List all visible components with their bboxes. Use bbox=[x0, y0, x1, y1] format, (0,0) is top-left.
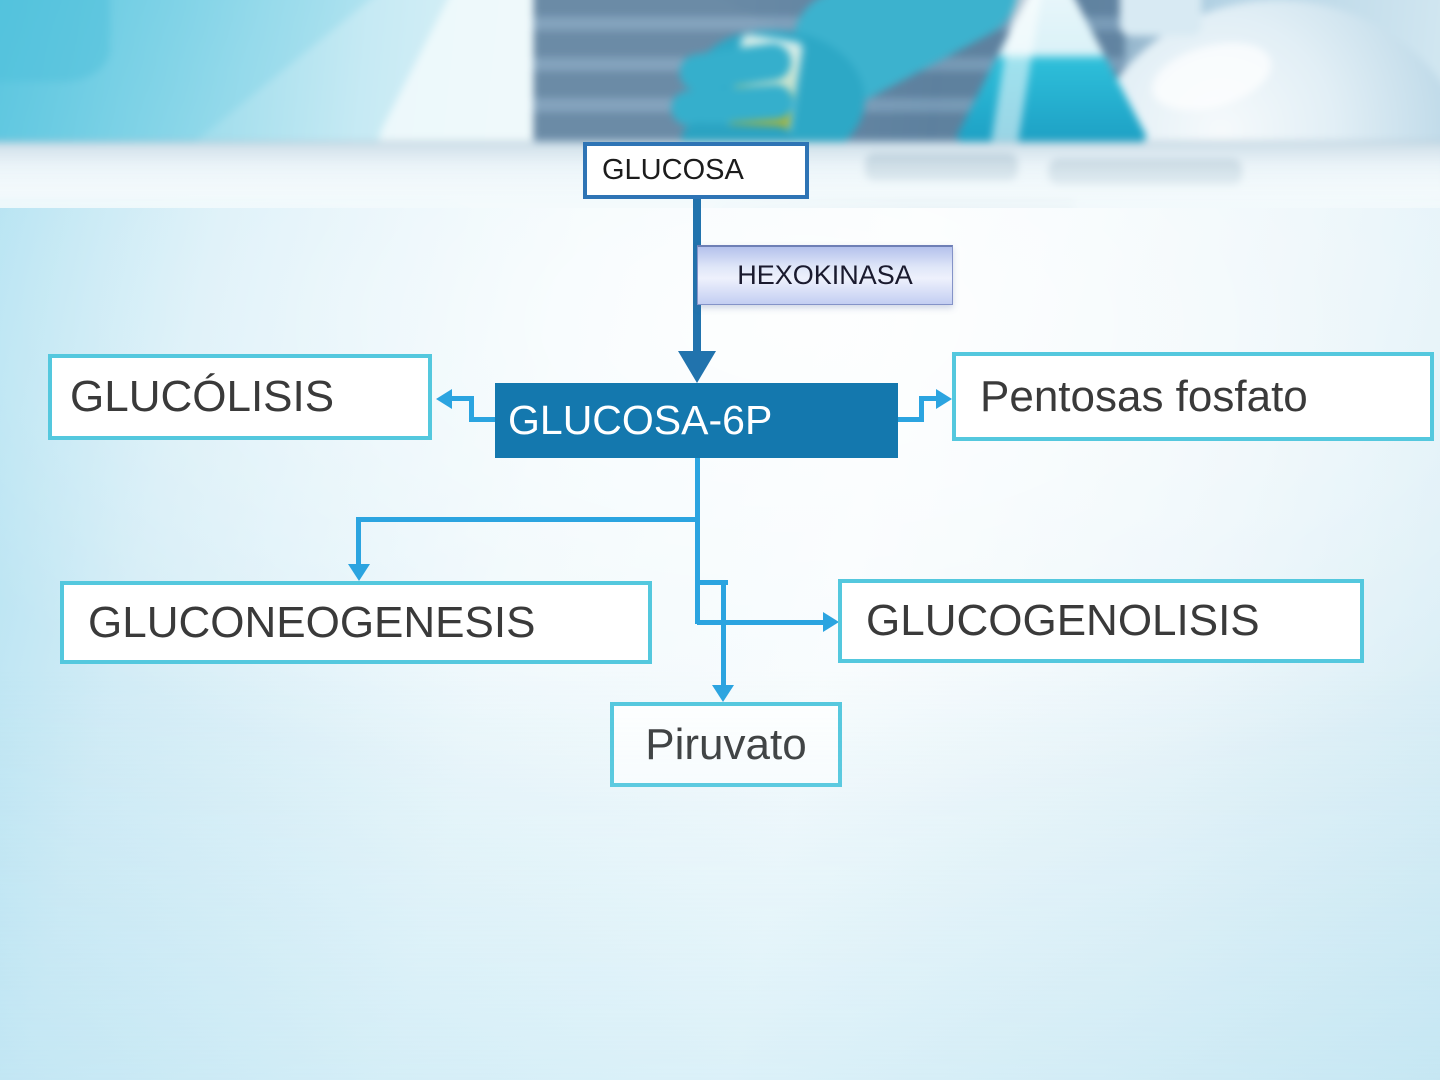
edge-glucosa6p-piruvato-segment bbox=[721, 580, 726, 685]
edge-glucosa6p-piruvato-segment bbox=[697, 580, 728, 585]
round-flask-neck-shape bbox=[1119, 0, 1202, 36]
node-glucolisis-label: GLUCÓLISIS bbox=[70, 372, 335, 421]
node-gluconeogenesis: GLUCONEOGENESIS bbox=[60, 581, 652, 664]
edge-glucosa6p-stem bbox=[695, 457, 700, 624]
node-glucosa-label: GLUCOSA bbox=[602, 154, 744, 186]
edge-glucosa6p-gluconeogenesis-segment bbox=[356, 517, 361, 566]
edge-glucosa6p-glucolisis-segment bbox=[469, 396, 474, 422]
edge-glucosa6p-glucolisis-arrowhead bbox=[436, 389, 452, 409]
edge-glucosa6p-glucolisis-segment bbox=[450, 396, 474, 401]
node-glucosa-6p: GLUCOSA-6P bbox=[495, 383, 898, 458]
edge-glucosa6p-gluconeogenesis-arrowhead bbox=[348, 564, 370, 581]
edge-glucosa6p-glucogenolisis-arrowhead bbox=[823, 612, 839, 632]
edge-glucosa6p-pentosas-segment bbox=[921, 396, 938, 401]
node-hexokinasa-label: HEXOKINASA bbox=[737, 260, 913, 290]
edge-glucosa6p-pentosas-segment bbox=[898, 417, 924, 422]
node-piruvato-label: Piruvato bbox=[645, 719, 807, 769]
edge-glucosa6p-glucogenolisis-segment bbox=[697, 620, 823, 625]
node-gluconeogenesis-label: GLUCONEOGENESIS bbox=[88, 597, 536, 647]
node-pentosas-fosfato-label: Pentosas fosfato bbox=[980, 371, 1308, 421]
header-photo bbox=[0, 0, 1440, 208]
node-glucosa-6p-label: GLUCOSA-6P bbox=[508, 397, 773, 443]
edge-glucosa6p-gluconeogenesis-segment bbox=[356, 517, 698, 522]
edge-glucosa6p-pentosas-arrowhead bbox=[936, 389, 952, 409]
node-hexokinasa: HEXOKINASA bbox=[697, 245, 953, 305]
node-glucogenolisis: GLUCOGENOLISIS bbox=[838, 579, 1364, 663]
edge-glucosa-glucosa6p-arrowhead bbox=[678, 351, 716, 383]
node-glucosa: GLUCOSA bbox=[583, 142, 809, 199]
edge-glucosa6p-glucolisis-segment bbox=[469, 417, 496, 422]
edge-glucosa6p-pentosas-segment bbox=[919, 396, 924, 422]
node-glucolisis: GLUCÓLISIS bbox=[48, 354, 432, 440]
node-glucogenolisis-label: GLUCOGENOLISIS bbox=[866, 596, 1260, 645]
edge-glucosa6p-piruvato-arrowhead bbox=[712, 685, 734, 702]
node-piruvato: Piruvato bbox=[610, 702, 842, 787]
node-pentosas-fosfato: Pentosas fosfato bbox=[952, 352, 1434, 441]
